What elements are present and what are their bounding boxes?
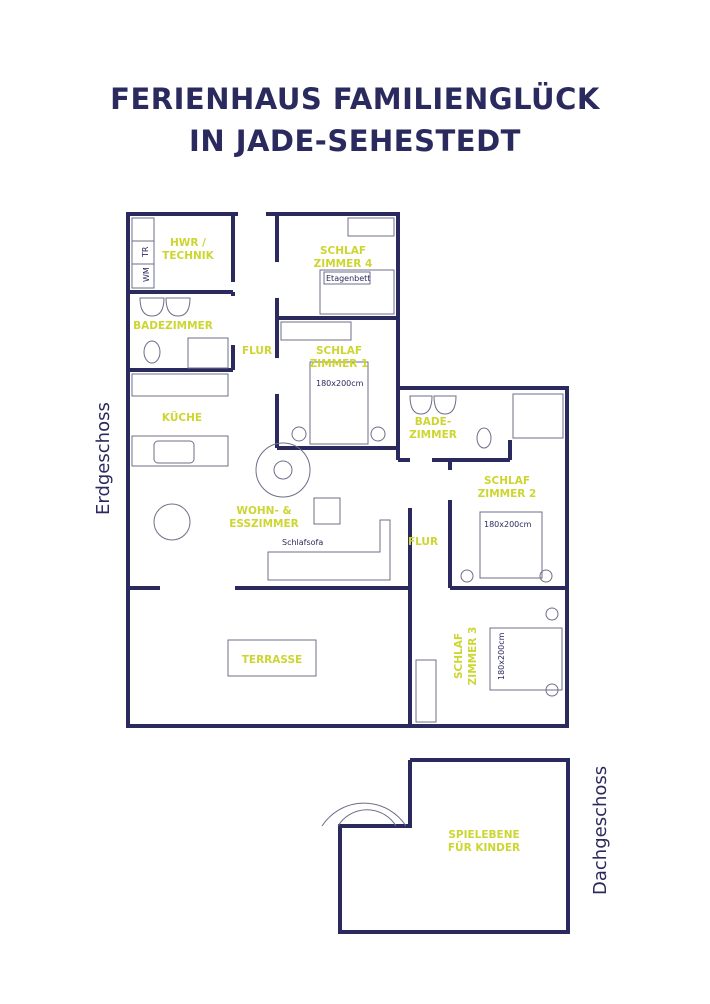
label-schlaf3-2: ZIMMER 3 xyxy=(467,627,479,686)
label-bad1: BADEZIMMER xyxy=(133,320,213,332)
title-line-1: FERIENHAUS FAMILIENGLÜCK xyxy=(110,82,600,116)
label-flur2: FLUR xyxy=(408,536,438,548)
label-bed3: 180x200cm xyxy=(497,632,506,680)
label-bad2-1: BADE- xyxy=(415,416,451,428)
label-terrasse: TERRASSE xyxy=(242,654,302,666)
label-schlaf2-2: ZIMMER 2 xyxy=(478,488,537,500)
label-kueche: KÜCHE xyxy=(162,410,202,424)
label-bed2: 180x200cm xyxy=(484,520,532,529)
label-bad2-2: ZIMMER xyxy=(409,429,457,441)
label-schlaf4-2: ZIMMER 4 xyxy=(314,258,373,270)
label-wm: WM xyxy=(142,267,151,282)
label-wohn-2: ESSZIMMER xyxy=(229,518,299,530)
label-tr: TR xyxy=(141,246,150,258)
label-wohn-1: WOHN- & xyxy=(236,505,291,517)
walls xyxy=(126,212,570,934)
label-etagenbett: Etagenbett xyxy=(326,274,370,283)
label-hwr-2: TECHNIK xyxy=(162,250,215,262)
label-schlaf1-2: ZIMMER 1 xyxy=(310,358,369,370)
label-schlaf2-1: SCHLAF xyxy=(484,475,530,487)
furniture xyxy=(131,217,564,827)
label-bed1: 180x200cm xyxy=(316,379,364,388)
label-hwr-1: HWR / xyxy=(170,237,206,249)
label-schlaf4-1: SCHLAF xyxy=(320,245,366,257)
label-spiel-2: FÜR KINDER xyxy=(448,840,520,854)
label-spiel-1: SPIELEBENE xyxy=(448,829,519,841)
label-flur1: FLUR xyxy=(242,345,272,357)
label-schlafsofa: Schlafsofa xyxy=(282,538,323,547)
label-schlaf3-1: SCHLAF xyxy=(453,633,465,679)
title-line-2: IN JADE-SEHESTEDT xyxy=(189,124,521,158)
label-schlaf1-1: SCHLAF xyxy=(316,345,362,357)
